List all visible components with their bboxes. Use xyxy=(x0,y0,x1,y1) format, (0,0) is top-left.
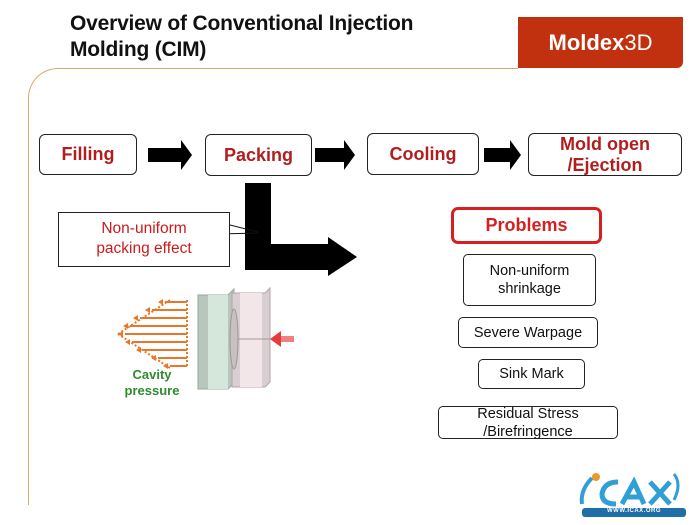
step-label: Filling xyxy=(61,144,115,164)
cavity-pressure-arrows-icon xyxy=(117,299,188,369)
cavity-label-line2: pressure xyxy=(124,383,180,398)
non-uniform-packing-callout: Non-uniform packing effect xyxy=(58,212,230,267)
problem-line2: shrinkage xyxy=(498,281,561,297)
problem-item-non-uniform-shrinkage: Non-uniform shrinkage xyxy=(463,254,596,306)
logo-main-text: Moldex xyxy=(548,29,625,55)
problem-item-sink-mark: Sink Mark xyxy=(478,359,585,389)
decorative-frame-line xyxy=(28,68,518,505)
process-step-packing: Packing xyxy=(205,134,312,176)
flow-arrow-icon xyxy=(148,140,192,170)
cavity-label-line1: Cavity xyxy=(132,367,172,382)
flow-arrow-icon xyxy=(484,140,521,170)
problem-line1: Non-uniform xyxy=(489,263,570,279)
problem-line1: Sink Mark xyxy=(499,366,564,382)
icax-logo-icon xyxy=(579,473,686,517)
problem-line2: /Birefringence xyxy=(483,423,573,440)
slide-title-line1: Overview of Conventional Injection xyxy=(70,12,414,35)
step-label: Packing xyxy=(223,144,294,165)
l-shaped-arrow-icon xyxy=(245,183,357,276)
slide-title-line2: Molding (CIM) xyxy=(70,38,207,61)
process-step-mold-open-ejection: Mold open /Ejection xyxy=(528,133,682,176)
problems-heading: Problems xyxy=(451,207,602,244)
pressure-arrowheads xyxy=(118,299,168,369)
process-step-filling: Filling xyxy=(39,134,137,175)
problem-item-residual-stress-birefringence: Residual Stress /Birefringence xyxy=(438,405,618,440)
injection-arrow-icon xyxy=(270,331,294,347)
callout-line1: Non-uniform xyxy=(101,220,187,237)
flow-arrow-icon xyxy=(315,140,355,170)
cavity-pressure-label: Cavity pressure xyxy=(112,367,192,399)
step-label-line2: /Ejection xyxy=(567,154,643,175)
icax-url-text: WWW.ICAX.ORG xyxy=(607,508,661,514)
mold-cavity-illustration-icon xyxy=(197,286,271,390)
callout-line2: packing effect xyxy=(96,240,192,257)
process-step-cooling: Cooling xyxy=(367,133,479,175)
problem-line1: Severe Warpage xyxy=(473,324,583,341)
problem-item-severe-warpage: Severe Warpage xyxy=(458,317,598,348)
step-label-line1: Mold open xyxy=(560,133,650,154)
slide-title: Overview of Conventional Injection Moldi… xyxy=(70,11,413,63)
problem-line1: Residual Stress xyxy=(477,405,579,422)
logo-suffix-text: 3D xyxy=(624,29,653,55)
step-label: Cooling xyxy=(389,143,457,164)
